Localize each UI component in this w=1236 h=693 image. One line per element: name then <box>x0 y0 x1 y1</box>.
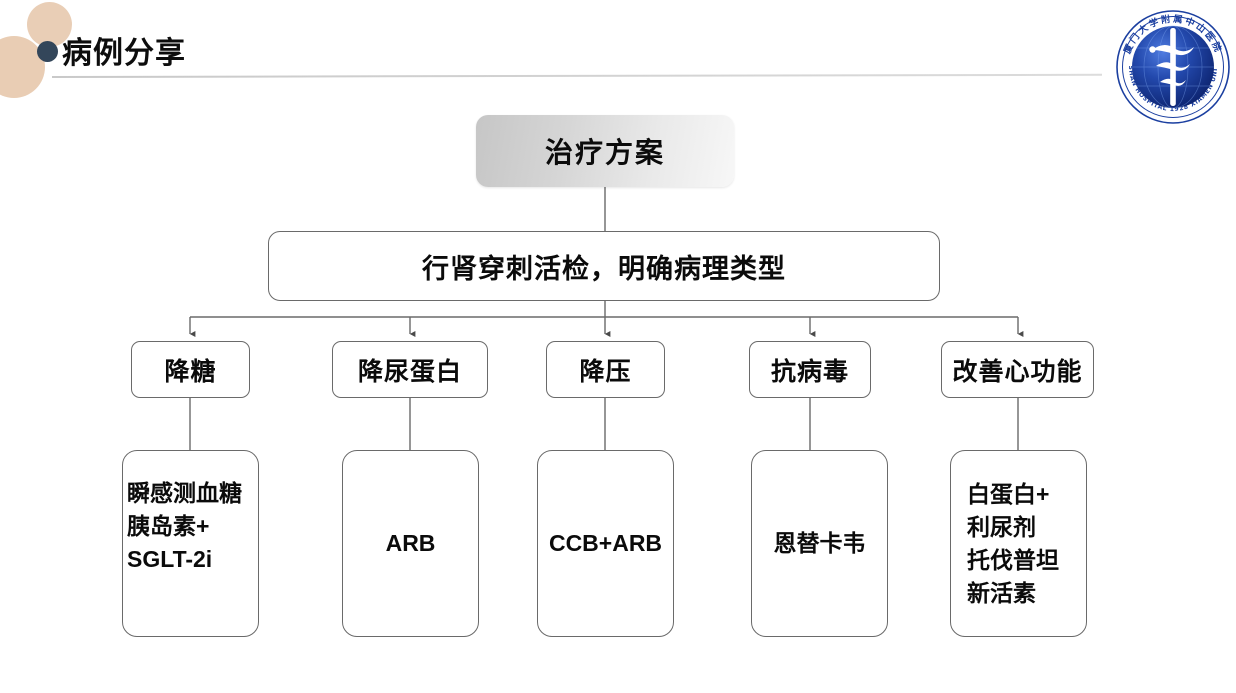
flow-node-label: 白蛋白+ 利尿剂 托伐普坦 新活素 <box>967 480 1059 606</box>
flow-node-label: CCB+ARB <box>548 530 663 556</box>
flow-node-category-cardiac-function[interactable]: 改善心功能 <box>941 341 1094 398</box>
flow-node-label: 行肾穿刺活检，明确病理类型 <box>422 253 786 284</box>
flow-node-label: ARB <box>385 530 436 556</box>
flow-node-category-blood-pressure-lowering[interactable]: 降压 <box>546 341 665 398</box>
flow-node-treatment-cardiac[interactable]: 白蛋白+ 利尿剂 托伐普坦 新活素 <box>950 450 1087 637</box>
flow-node-label: 治疗方案 <box>544 137 665 168</box>
flow-node-treatment-antiviral[interactable]: 恩替卡韦 <box>751 450 888 637</box>
flow-node-category-glucose-lowering[interactable]: 降糖 <box>131 341 250 398</box>
flow-node-label: 改善心功能 <box>952 357 1083 386</box>
decorative-circle-navy-dot <box>37 41 58 62</box>
flow-node-renal-biopsy[interactable]: 行肾穿刺活检，明确病理类型 <box>268 231 940 301</box>
decorative-circle-tan-small <box>27 2 72 47</box>
page-title: 病例分享 <box>62 37 186 70</box>
flow-node-treatment-glucose[interactable]: 瞬感测血糖 胰岛素+ SGLT-2i <box>122 450 259 637</box>
flow-node-label: 瞬感测血糖 胰岛素+ SGLT-2i <box>127 480 242 572</box>
flow-node-treatment-plan[interactable]: 治疗方案 <box>476 115 734 187</box>
flow-node-category-proteinuria-reduction[interactable]: 降尿蛋白 <box>332 341 488 398</box>
flow-node-label: 降糖 <box>164 357 217 386</box>
hospital-logo: 厦门大学附属中山医院 ZHONG SHAN HOSPITAL 1928 XIAM… <box>1108 1 1234 128</box>
flow-node-label: 恩替卡韦 <box>773 530 866 556</box>
flow-node-label: 降压 <box>579 357 632 386</box>
flow-node-category-antiviral[interactable]: 抗病毒 <box>749 341 871 398</box>
flow-node-label: 抗病毒 <box>770 357 849 386</box>
flow-node-treatment-blood-pressure[interactable]: CCB+ARB <box>537 450 674 637</box>
flow-node-treatment-proteinuria[interactable]: ARB <box>342 450 479 637</box>
flow-node-label: 降尿蛋白 <box>357 357 462 386</box>
